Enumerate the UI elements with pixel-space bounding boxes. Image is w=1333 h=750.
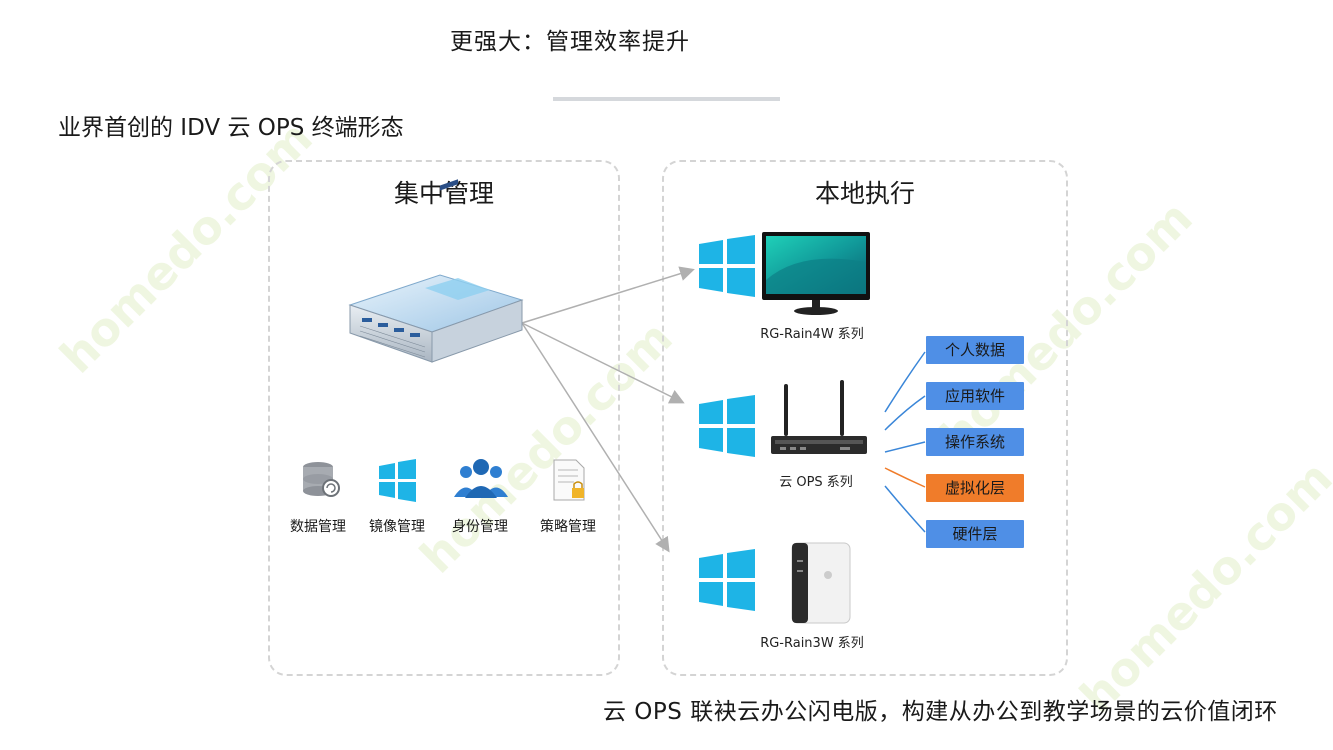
arrow-to-ops bbox=[521, 322, 685, 404]
users-group-icon bbox=[454, 459, 508, 498]
server-icon bbox=[348, 179, 524, 363]
layer-virtualization: 虚拟化层 bbox=[926, 474, 1024, 502]
windows-logo-icon bbox=[699, 235, 755, 297]
title-underline bbox=[553, 97, 780, 101]
connector-personal-data bbox=[884, 351, 926, 413]
function-label-identity: 身份管理 bbox=[452, 519, 508, 535]
windows-logo-icon bbox=[699, 549, 755, 611]
page-title: 更强大：管理效率提升 bbox=[450, 29, 690, 55]
connector-app-software bbox=[884, 395, 926, 431]
mini-pc-icon bbox=[791, 542, 851, 624]
connector-hardware bbox=[884, 485, 926, 533]
local-execution-title: 本地执行 bbox=[814, 179, 915, 208]
layer-app-software: 应用软件 bbox=[926, 382, 1024, 410]
footer-caption: 云 OPS 联袂云办公闪电版，构建从办公到教学场景的云价值闭环 bbox=[603, 699, 1278, 725]
connector-virtualization bbox=[884, 467, 926, 488]
monitor-icon bbox=[762, 232, 870, 315]
function-label-policy: 策略管理 bbox=[540, 519, 596, 535]
layer-operating-system: 操作系统 bbox=[926, 428, 1024, 456]
device-caption-rain4w: RG-Rain4W 系列 bbox=[760, 327, 864, 342]
central-management-panel bbox=[268, 160, 620, 676]
arrow-to-rain3w bbox=[521, 322, 670, 553]
device-caption-ops: 云 OPS 系列 bbox=[779, 475, 853, 490]
device-caption-rain3w: RG-Rain3W 系列 bbox=[760, 636, 864, 651]
windows-logo-icon bbox=[379, 459, 416, 502]
database-refresh-icon bbox=[303, 462, 340, 497]
function-label-image: 镜像管理 bbox=[369, 519, 425, 535]
windows-logo-icon bbox=[699, 395, 755, 457]
layer-hardware: 硬件层 bbox=[926, 520, 1024, 548]
ops-box-icon bbox=[771, 380, 867, 454]
connector-os bbox=[884, 441, 926, 453]
arrow-to-rain4w bbox=[521, 266, 695, 324]
policy-document-icon bbox=[553, 459, 585, 501]
layer-personal-data: 个人数据 bbox=[926, 336, 1024, 364]
page-subtitle: 业界首创的 IDV 云 OPS 终端形态 bbox=[58, 115, 404, 141]
function-label-data: 数据管理 bbox=[290, 519, 346, 535]
central-management-title: 集中管理 bbox=[393, 179, 494, 208]
local-execution-panel bbox=[662, 160, 1068, 676]
